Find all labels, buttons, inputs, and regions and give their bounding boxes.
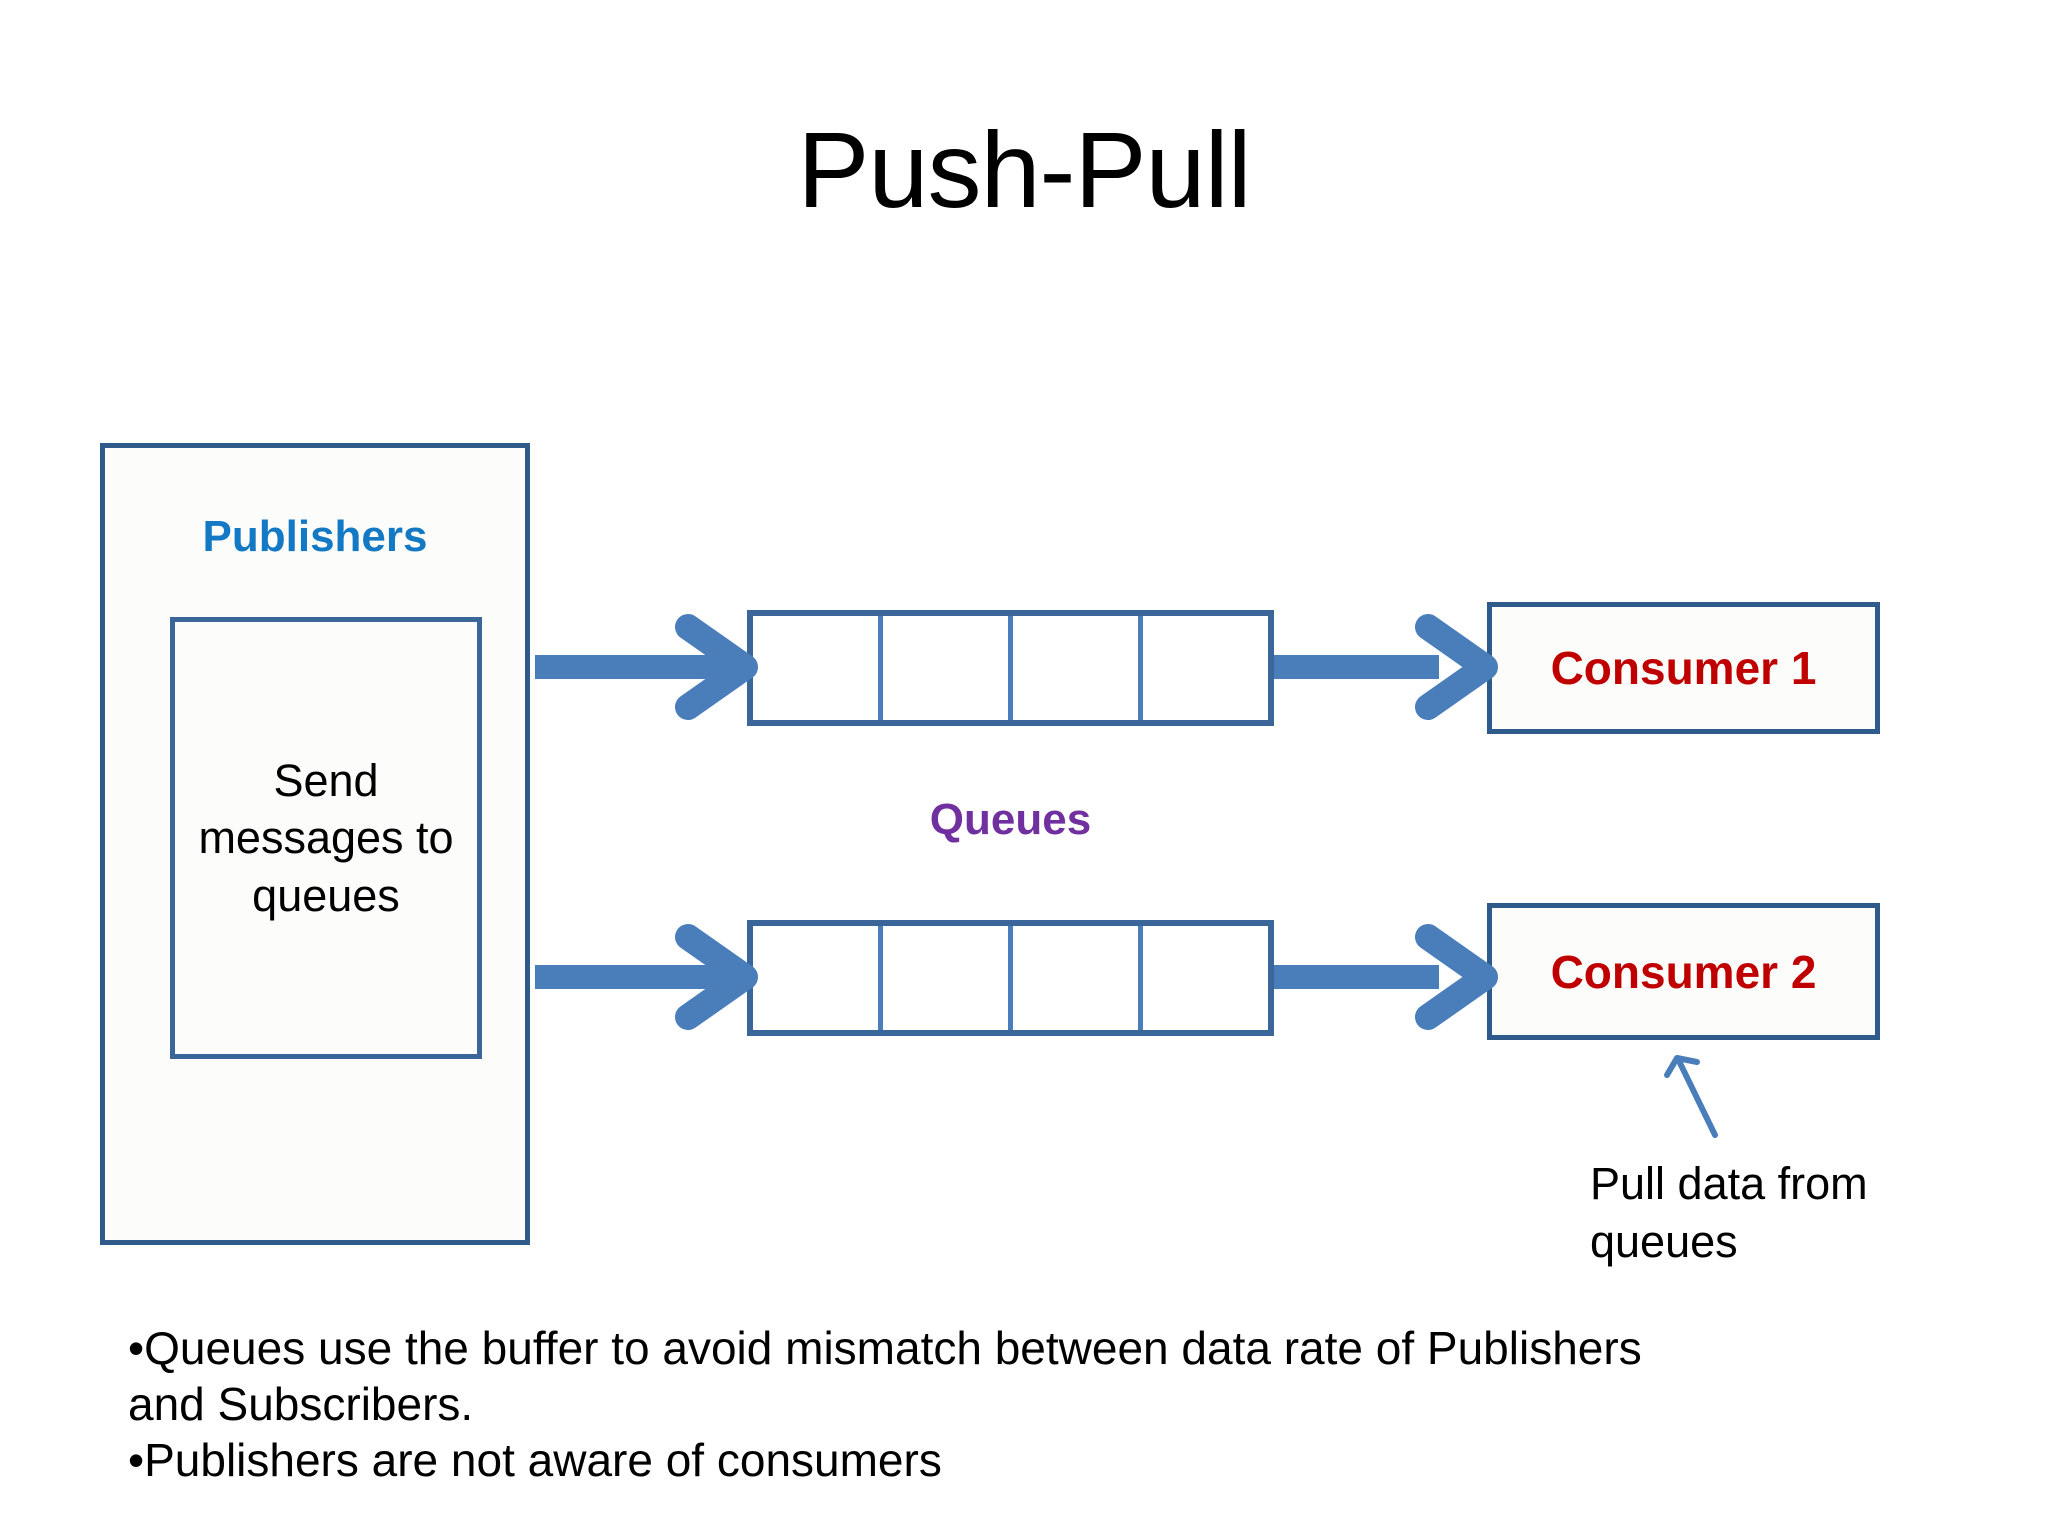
queue-cell	[1143, 926, 1268, 1030]
consumer-1-label: Consumer 1	[1550, 642, 1817, 694]
publishers-inner-box: Send messages to queues	[170, 617, 482, 1059]
consumer-2-box: Consumer 2	[1487, 903, 1880, 1040]
queue-row-2	[747, 920, 1274, 1036]
queue-cell	[753, 926, 883, 1030]
bullet-item: •Queues use the buffer to avoid mismatch…	[128, 1322, 1642, 1431]
arrow-publishers-to-queue-2	[535, 924, 758, 1030]
bullet-list: •Queues use the buffer to avoid mismatch…	[128, 1320, 1948, 1488]
consumer-2-label: Consumer 2	[1550, 945, 1817, 998]
queue-cell	[753, 616, 883, 720]
consumer-1-box: Consumer 1	[1487, 602, 1880, 734]
publishers-inner-text: Send messages to queues	[198, 754, 454, 921]
queue-cell	[883, 616, 1013, 720]
arrow-queue-2-to-consumer-2	[1274, 924, 1498, 1030]
publishers-label: Publishers	[202, 512, 428, 561]
queue-cell	[883, 926, 1013, 1030]
queue-cell	[1143, 616, 1268, 720]
queue-row-1	[747, 610, 1274, 726]
arrow-queue-1-to-consumer-1	[1274, 614, 1498, 720]
arrow-publishers-to-queue-1	[535, 614, 758, 720]
queue-cell	[1013, 926, 1143, 1030]
queues-label: Queues	[929, 795, 1092, 844]
bullet-item: •Publishers are not aware of consumers	[128, 1434, 942, 1487]
pull-data-callout-text: Pull data from queues	[1590, 1158, 1868, 1267]
queue-cell	[1013, 616, 1143, 720]
page-title: Push-Pull	[797, 109, 1251, 230]
callout-arrow-to-consumer-2	[1664, 1055, 1718, 1138]
